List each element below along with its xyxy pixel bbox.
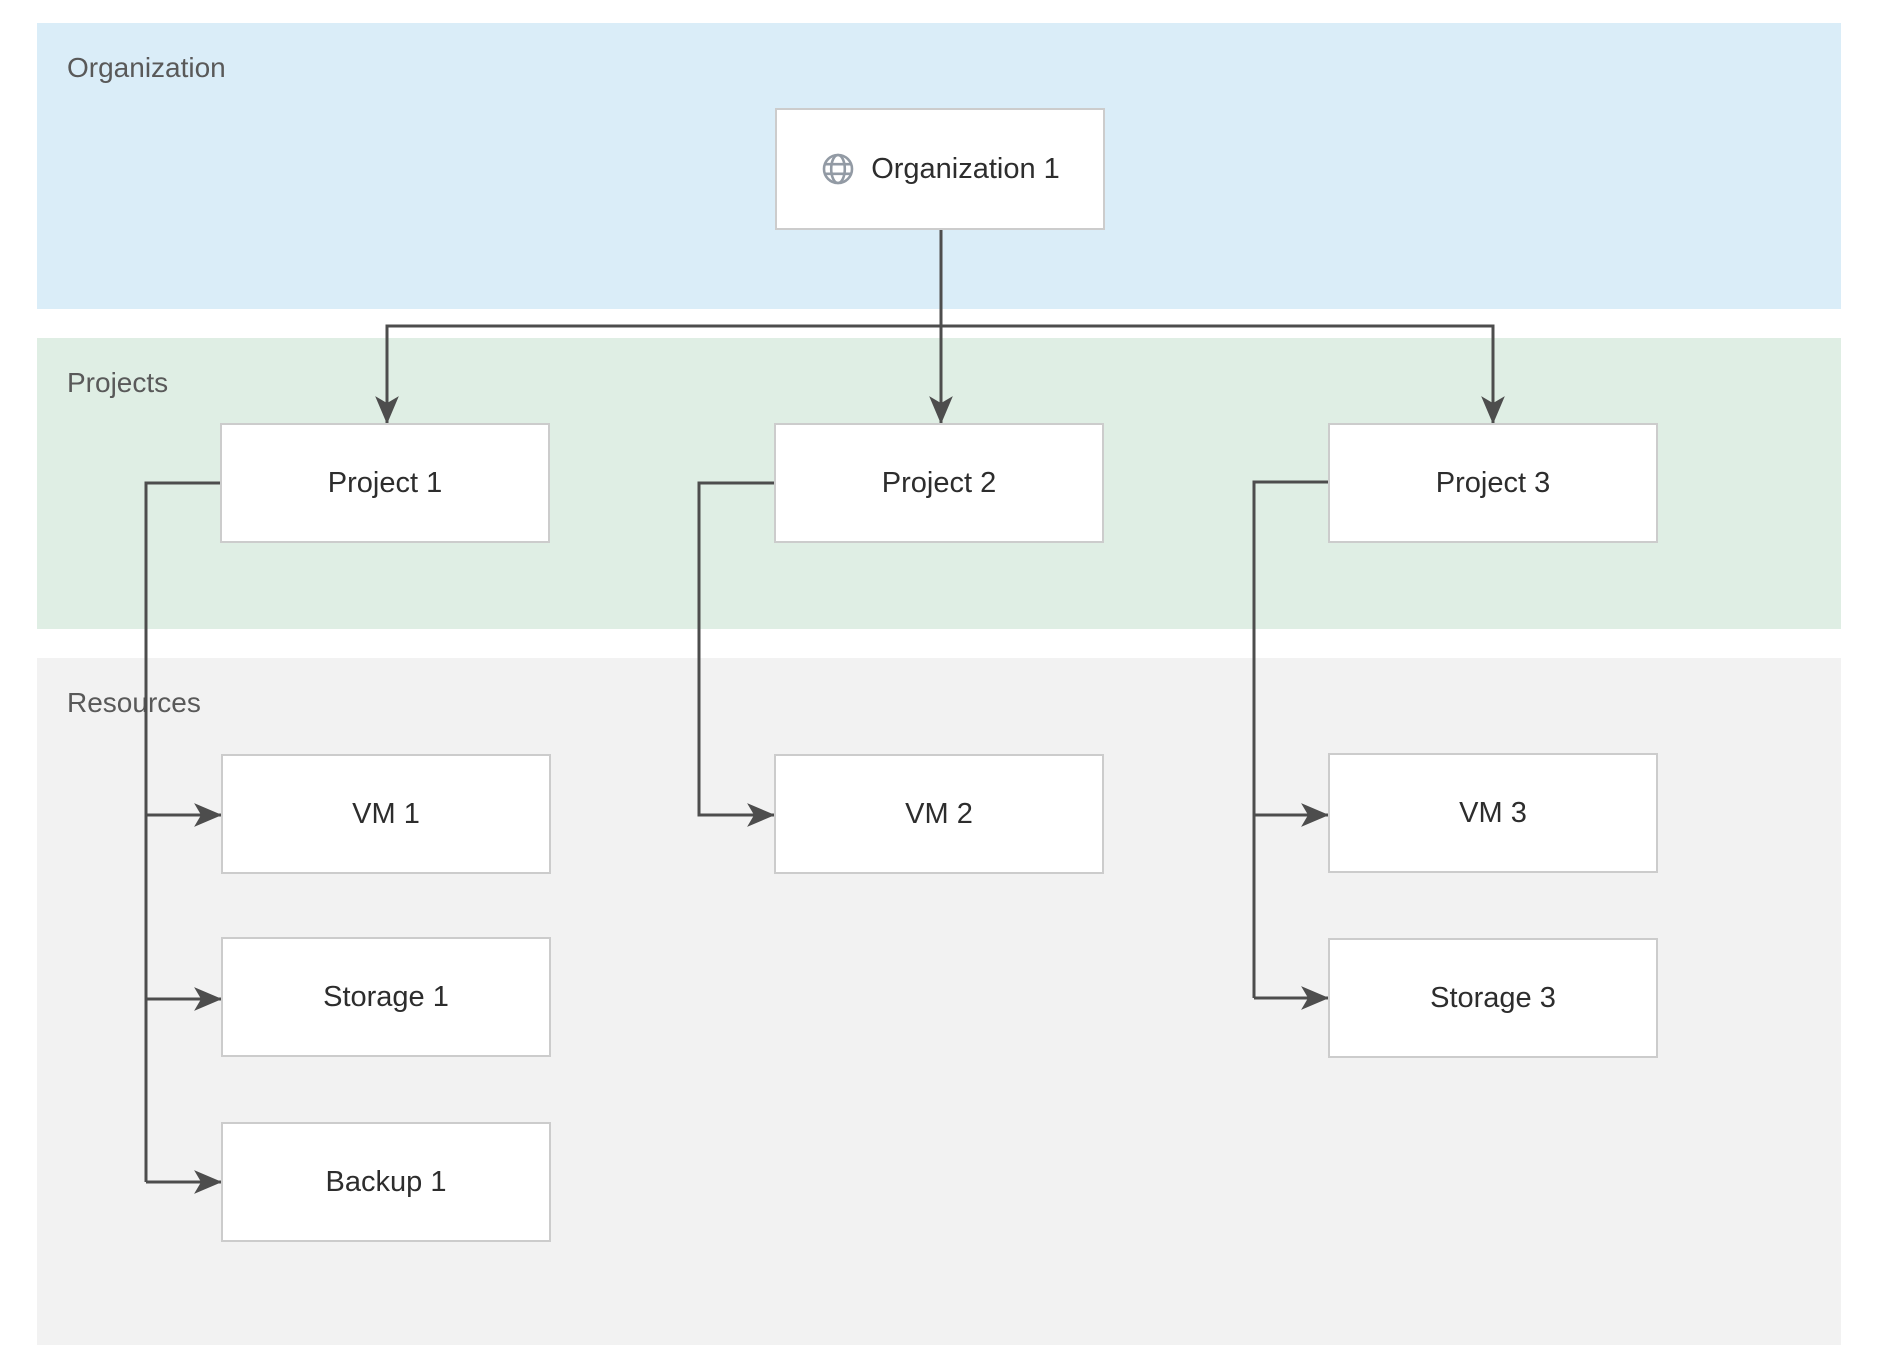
node-organization-1[interactable]: Organization 1 [775, 108, 1105, 230]
node-backup-1[interactable]: Backup 1 [221, 1122, 551, 1242]
node-vm-3[interactable]: VM 3 [1328, 753, 1658, 873]
node-label: Project 3 [1435, 466, 1551, 499]
node-label: Organization 1 [871, 152, 1060, 185]
node-label: VM 3 [1459, 796, 1527, 829]
node-project-1[interactable]: Project 1 [220, 423, 550, 543]
resources-band-label: Resources [67, 687, 201, 718]
node-vm-2[interactable]: VM 2 [774, 754, 1104, 874]
node-label: VM 2 [905, 797, 973, 830]
node-vm-1[interactable]: VM 1 [221, 754, 551, 874]
globe-icon [820, 151, 856, 187]
projects-band-label: Projects [67, 367, 169, 398]
node-label: Project 2 [881, 466, 997, 499]
node-project-2[interactable]: Project 2 [774, 423, 1104, 543]
node-label: Project 1 [327, 466, 443, 499]
node-storage-3[interactable]: Storage 3 [1328, 938, 1658, 1058]
node-label: Storage 1 [323, 980, 449, 1013]
organization-band-label: Organization [67, 52, 226, 83]
node-label: Storage 3 [1430, 981, 1556, 1014]
node-project-3[interactable]: Project 3 [1328, 423, 1658, 543]
node-label: Backup 1 [325, 1165, 447, 1198]
node-storage-1[interactable]: Storage 1 [221, 937, 551, 1057]
node-label: VM 1 [352, 797, 420, 830]
